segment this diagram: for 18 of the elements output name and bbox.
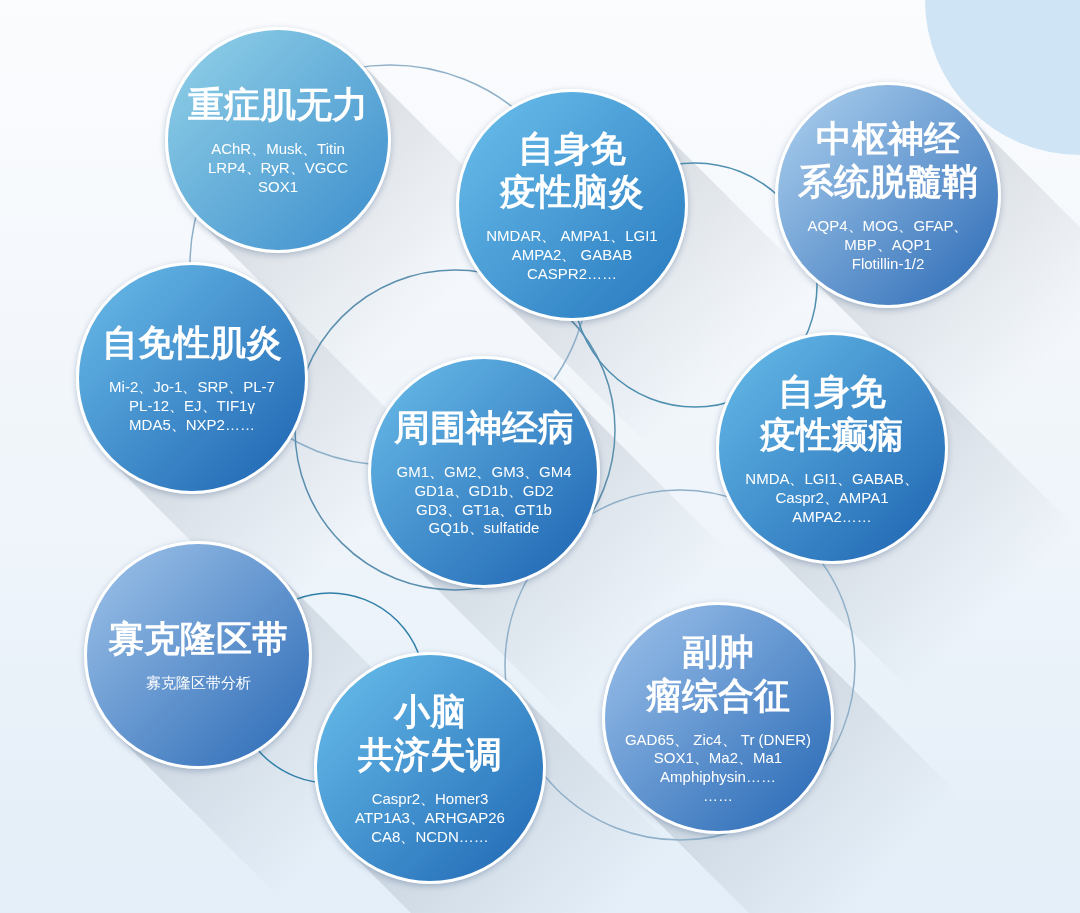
antibody-list: GM1、GM2、GM3、GM4 GD1a、GD1b、GD2 GD3、GT1a、GT1b GQ1b、sulfatide [396,463,572,539]
antibody-list: GAD65、 Zic4、 Tr (DNER) SOX1、Ma2、Ma1 Amphiphysin…… …… [624,730,812,806]
topic-title: 中枢神经系统脱髓鞘 [798,116,978,204]
antibody-list: Caspr2、Homer3 ATP1A3、ARHGAP26 CA8、NCDN…… [355,790,505,847]
topic-title: 重症肌无力 [188,83,368,127]
topic-title: 副肿瘤综合征 [646,630,790,717]
topic-title: 周围神经病 [394,405,574,450]
antibody-list: NMDAR、 AMPA1、LGI1 AMPA2、 GABAB CASPR2…… [486,227,658,284]
topic-title: 自免性肌炎 [102,321,282,365]
antibody-list: NMDA、LGI1、GABAB、 Caspr2、AMPA1 AMPA2…… [745,470,919,527]
topic-title: 小脑共济失调 [358,689,502,777]
topic-title: 寡克隆区带 [108,617,288,661]
topic-title: 自身免疫性癫痫 [760,369,904,457]
antibody-list: AChR、Musk、Titin LRP4、RyR、VGCC SOX1 [208,140,348,197]
antibody-list: AQP4、MOG、GFAP、 MBP、AQP1 Flotillin-1/2 [807,217,969,274]
antibody-list: 寡克隆区带分析 [145,674,251,693]
antibody-list: Mi-2、Jo-1、SRP、PL-7 PL-12、EJ、TIF1γ MDA5、NXP2…… [109,378,275,435]
topic-title: 自身免疫性脑炎 [500,126,644,214]
